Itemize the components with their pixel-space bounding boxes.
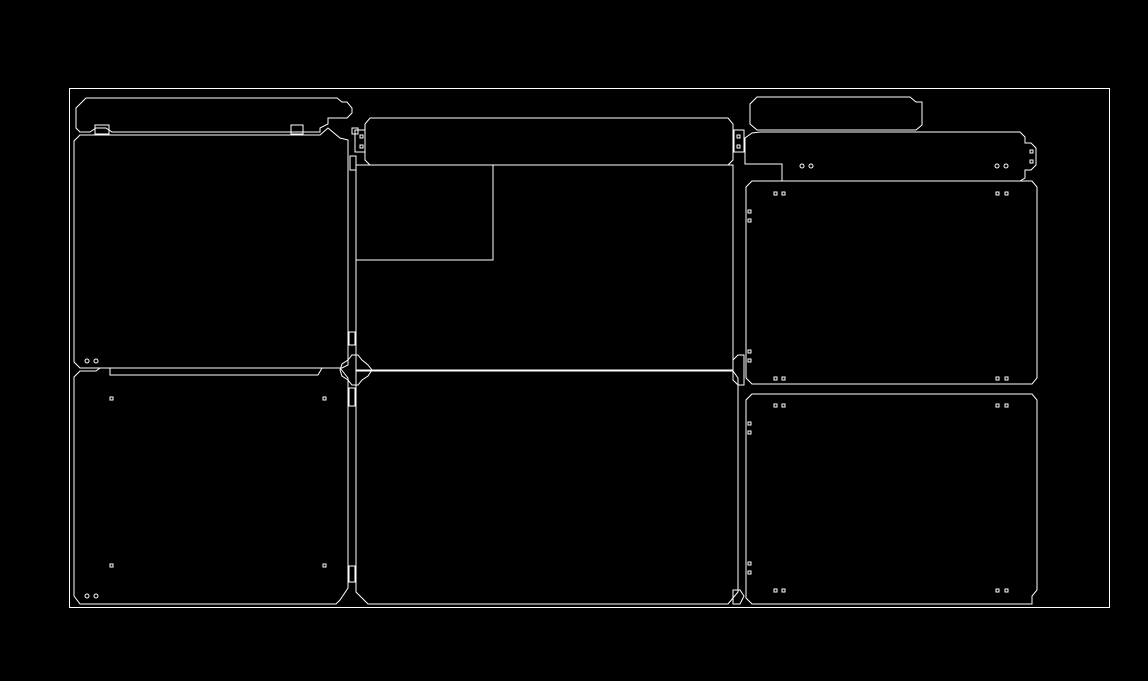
joint-cluster: [339, 354, 373, 386]
mounting-hole: [773, 403, 778, 408]
mounting-hole: [747, 358, 752, 363]
mounting-hole: [994, 163, 1000, 169]
mounting-hole: [781, 403, 786, 408]
tab-slot: [354, 129, 366, 153]
mounting-hole: [359, 134, 364, 139]
mounting-hole: [93, 358, 99, 364]
mounting-hole: [736, 134, 741, 139]
right-upper-panel: [745, 180, 1038, 385]
tab-slot: [94, 124, 110, 135]
mounting-hole: [781, 588, 786, 593]
mounting-hole: [322, 563, 327, 568]
mounting-hole: [736, 144, 741, 149]
mounting-hole: [781, 191, 786, 196]
right-rail-panel: [744, 131, 1037, 182]
cutout-window: [355, 164, 494, 261]
joint-cluster: [732, 354, 745, 386]
mounting-hole: [747, 561, 752, 566]
mounting-hole: [799, 163, 805, 169]
mounting-hole: [359, 144, 364, 149]
joint-cluster: [732, 589, 745, 605]
mounting-hole: [747, 218, 752, 223]
mounting-hole: [1029, 149, 1034, 154]
mounting-hole: [747, 570, 752, 575]
mounting-hole: [322, 396, 327, 401]
mounting-hole: [747, 430, 752, 435]
center-top-strip-panel: [364, 117, 734, 166]
mounting-hole: [995, 403, 1000, 408]
top-right-strip-panel: [749, 96, 923, 131]
right-lower-panel: [745, 393, 1038, 605]
mounting-hole: [109, 563, 114, 568]
mounting-hole: [773, 376, 778, 381]
mounting-hole: [773, 588, 778, 593]
mounting-hole: [93, 593, 99, 599]
mounting-hole: [747, 349, 752, 354]
tab-slot: [348, 387, 356, 407]
mounting-hole: [773, 191, 778, 196]
tab-slot: [348, 565, 356, 583]
mounting-hole: [1004, 588, 1009, 593]
tab-slot: [733, 129, 745, 153]
joint-cluster: [351, 127, 359, 135]
left-upper-panel: [73, 127, 349, 369]
mounting-hole: [808, 163, 814, 169]
mounting-hole: [1029, 159, 1034, 164]
mounting-hole: [1004, 403, 1009, 408]
tab-slot: [348, 331, 356, 346]
mounting-hole: [781, 376, 786, 381]
center-lower-panel: [355, 370, 739, 605]
tab-slot: [290, 124, 304, 135]
mounting-hole: [84, 358, 90, 364]
mounting-hole: [747, 421, 752, 426]
mounting-hole: [1004, 376, 1009, 381]
mounting-hole: [747, 209, 752, 214]
mounting-hole: [995, 376, 1000, 381]
mounting-hole: [995, 191, 1000, 196]
center-upper-panel: [355, 164, 734, 371]
joint-cluster: [349, 155, 357, 171]
mounting-hole: [1004, 191, 1009, 196]
top-left-strip-panel: [75, 97, 353, 133]
left-lower-panel: [73, 367, 349, 605]
mounting-hole: [109, 396, 114, 401]
sheet-border: [69, 88, 1110, 608]
mounting-hole: [995, 588, 1000, 593]
mounting-hole: [1003, 163, 1009, 169]
mounting-hole: [84, 593, 90, 599]
